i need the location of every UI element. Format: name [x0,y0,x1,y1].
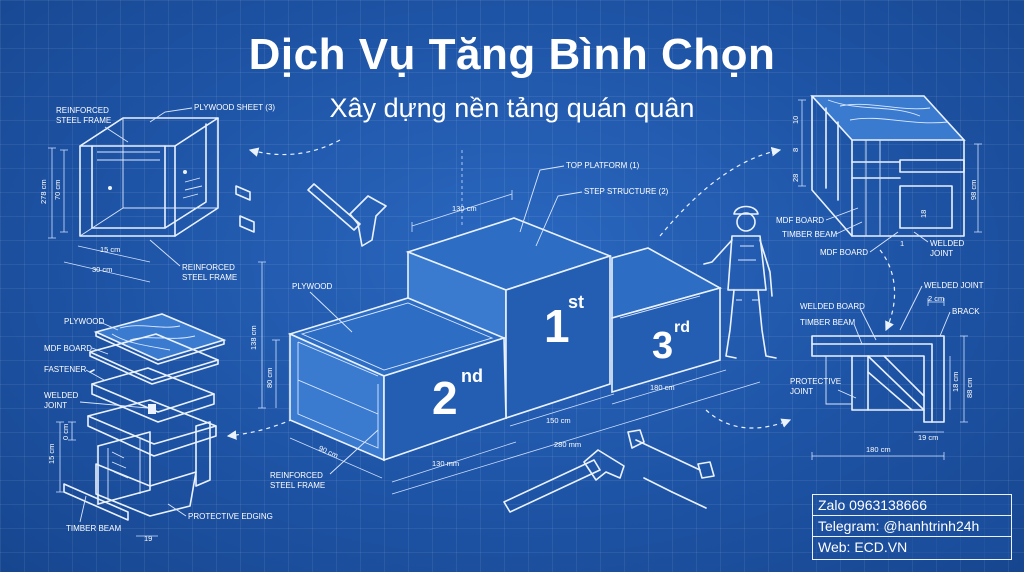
frame-label-plywood-sheet: PLYWOOD SHEET (3) [194,103,275,112]
corner-b-dim-88: 88 cm [965,378,974,398]
corner-dim-1: 1 [900,239,904,248]
label-plywood: PLYWOOD [292,282,333,291]
corner-label-timber: TIMBER BEAM [782,230,837,239]
label-reinforced: REINFORCED [270,471,323,480]
arrow-to-corner-top [659,146,782,237]
label-steel-frame: STEEL FRAME [270,481,325,490]
corner-label-mdf-2: MDF BOARD [820,248,868,257]
corner-dim-98: 98 cm [969,180,978,200]
frame-label-steel-b: STEEL FRAME [182,273,237,282]
layer-label-plywood: PLYWOOD [64,317,105,326]
layer-label-joint: JOINT [44,401,67,410]
contact-zalo: Zalo 0963138666 [813,495,1011,516]
corner-b-dim-180: 180 cm [866,445,891,454]
corner-dim-28: 28 [791,174,800,182]
dim-80cm: 80 cm [265,368,274,388]
layer-label-timber: TIMBER BEAM [66,524,121,533]
corner-b-dim-2: 2 cm [928,294,944,303]
corner-b-dim-18: 18 cm [951,372,960,392]
label-top-platform: TOP PLATFORM (1) [566,161,640,170]
corner-b-label-joint: JOINT [790,387,813,396]
dim-130cm: 130 cm [452,204,477,213]
layer-label-welded: WELDED [44,391,78,400]
corner-bottom-detail: 2 cm 18 cm 88 cm 19 cm 180 cm WELDED BOA… [790,281,984,460]
dim-280mm: 280 mm [554,440,581,449]
dim-90cm: 90 cm [317,444,339,461]
hammer-icon [503,449,625,513]
screwdriver-icon [643,477,707,509]
arrow-to-frame [248,139,341,157]
dim-138cm: 138 cm [249,325,258,350]
frame-label-reinforced: REINFORCED [56,106,109,115]
corner-dim-18: 18 [919,210,928,218]
contact-web: Web: ECD.VN [818,539,908,555]
dim-180cm: 180 cm [650,383,675,392]
dim-150cm: 150 cm [546,416,571,425]
corner-b-label-protective: PROTECTIVE [790,377,841,386]
corner-b-dim-19: 19 cm [918,433,938,442]
corner-dim-10: 10 [791,116,800,124]
layer-dim-19: 19 [144,534,152,543]
page-subtitle: Xây dựng nền tảng quán quân [329,93,695,123]
frame-label-reinforced-b: REINFORCED [182,263,235,272]
corner-label-mdf-1: MDF BOARD [776,216,824,225]
layer-label-protective-edging: PROTECTIVE EDGING [188,512,273,521]
frame-dim-30: 30 cm [92,265,112,274]
wrench-icon [627,429,715,479]
corner-label-welded: WELDED [930,239,964,248]
second-place-number: 2 [432,372,458,424]
layer-label-fastener: FASTENER [44,365,86,374]
steel-frame-detail: 278 cm 70 cm 15 cm 30 cm REINFORCED STEE… [39,103,275,283]
first-place-suffix: st [568,292,584,312]
frame-dim-15: 15 cm [100,245,120,254]
corner-b-label-brack: BRACK [952,307,980,316]
second-place-suffix: nd [461,366,483,386]
frame-dim-278: 278 cm [39,179,48,204]
corner-b-label-welded-joint: WELDED JOINT [924,281,984,290]
page-title: Dịch Vụ Tăng Bình Chọn [248,30,776,79]
layer-dim-0: 0 cm [61,424,70,440]
arrow-corner-down [879,249,896,332]
corner-top-detail: 10 8 28 98 cm 18 1 MDF BOARD TIMBER BEAM… [776,95,982,258]
third-place-suffix: rd [674,319,690,336]
worker-figure-icon [703,205,777,359]
third-place-number: 3 [652,325,673,367]
label-step-structure: STEP STRUCTURE (2) [584,187,669,196]
first-place-number: 1 [544,300,570,352]
podium-drawing: 1 st 2 nd 3 rd 130 cm 138 cm 80 cm 90 cm… [249,150,761,495]
corner-b-label-welded-board: WELDED BOARD [800,302,865,311]
layer-label-mdf: MDF BOARD [44,344,92,353]
corner-label-joint: JOINT [930,249,953,258]
frame-label-steel: STEEL FRAME [56,116,111,125]
hammer-icon [307,183,387,247]
contact-box: Zalo 0963138666 Telegram: @hanhtrinh24h … [812,494,1012,560]
contact-telegram: Telegram: @hanhtrinh24h [813,516,1011,537]
layer-stack-detail: 15 cm 0 cm 19 PLYWOOD MDF BOARD FASTENER… [44,313,273,543]
corner-dim-8: 8 [791,148,800,152]
corner-b-label-timber: TIMBER BEAM [800,318,855,327]
layer-dim-15: 15 cm [47,444,56,464]
arrow-to-corner-bottom [705,409,792,429]
frame-dim-70: 70 cm [53,180,62,200]
dim-130mm: 130 mm [432,459,459,468]
